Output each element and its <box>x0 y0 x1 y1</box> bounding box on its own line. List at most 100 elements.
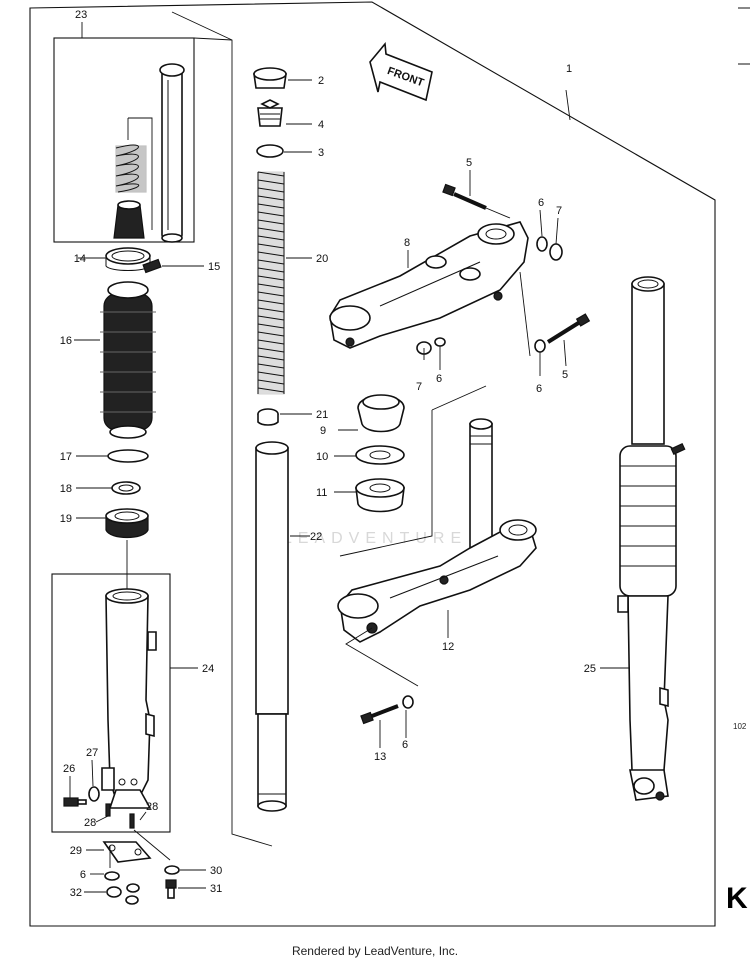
top-cap <box>253 67 287 89</box>
callout-9: 9 <box>320 425 326 437</box>
upper-bracket <box>329 221 529 349</box>
callout-21: 21 <box>316 409 328 421</box>
drain-washer <box>88 786 100 802</box>
lower-pinch-bolt <box>360 704 399 725</box>
watermark-text: LEADVENTURE <box>282 530 468 547</box>
fork-boot <box>100 281 156 439</box>
leader-line <box>91 759 94 787</box>
guide-line <box>193 37 233 41</box>
callout-14: 14 <box>74 253 86 265</box>
callout-16: 16 <box>60 335 72 347</box>
fork-top-plug <box>257 99 283 127</box>
guide-line <box>485 207 511 219</box>
rubber-bushing <box>357 394 405 433</box>
leader-line <box>539 209 543 237</box>
front-arrow: FRONT <box>369 42 433 102</box>
callout-25: 25 <box>584 663 596 675</box>
side-reference-code: 102 <box>733 722 747 731</box>
upper-nut <box>549 243 563 261</box>
callout-6-bracket: 6 <box>436 373 442 385</box>
holder-washer <box>164 865 180 875</box>
rebound-spring <box>115 144 147 193</box>
callout-10: 10 <box>316 451 328 463</box>
callout-6-lower: 6 <box>80 869 86 881</box>
leader-line <box>555 217 559 245</box>
callout-20: 20 <box>316 253 328 265</box>
guide-line <box>339 410 433 557</box>
lower-nut <box>106 883 140 905</box>
bracket-washer <box>434 337 446 347</box>
lower-clamp-bolt <box>546 313 591 344</box>
guide-line <box>171 11 273 847</box>
circlip <box>107 449 149 463</box>
top-plug-o-ring <box>256 144 284 158</box>
left-outer-tube <box>101 588 157 809</box>
lower-bushing <box>355 478 405 513</box>
callout-7-lower: 7 <box>416 381 422 393</box>
callout-17: 17 <box>60 451 72 463</box>
callout-27: 27 <box>86 747 98 759</box>
inner-fork-tube <box>255 441 289 812</box>
axle-holder <box>102 841 152 863</box>
upper-clamp-bolt <box>442 183 487 210</box>
lower-clamp-washer <box>534 339 546 353</box>
callout-15: 15 <box>208 261 220 273</box>
leader-line <box>139 811 147 821</box>
bushing-washer <box>355 445 405 465</box>
callout-23: 23 <box>75 9 87 21</box>
callout-19: 19 <box>60 513 72 525</box>
damper-rod <box>159 63 185 243</box>
lower-washer <box>104 871 120 881</box>
callout-28-right: 28 <box>146 801 158 813</box>
drain-bolt <box>63 797 87 807</box>
callout-6-pinch: 6 <box>402 739 408 751</box>
leader-line <box>95 815 109 823</box>
axle-stud <box>105 803 111 817</box>
spring-seat <box>257 408 279 426</box>
callout-26: 26 <box>63 763 75 775</box>
callout-6-right: 6 <box>536 383 542 395</box>
oil-seal <box>105 508 149 539</box>
guide-line <box>431 385 487 411</box>
callout-7-upper: 7 <box>556 205 562 217</box>
pinch-bolt-washer <box>402 695 414 709</box>
steering-stem-bracket <box>337 418 537 643</box>
callout-1: 1 <box>566 63 572 75</box>
guide-line <box>345 627 419 687</box>
dust-seal-ring <box>105 247 151 271</box>
callout-11: 11 <box>316 487 327 499</box>
diagram-frame <box>29 1 716 927</box>
callout-28-left: 28 <box>84 817 96 829</box>
callout-6-upper: 6 <box>538 197 544 209</box>
callout-2: 2 <box>318 75 324 87</box>
holder-bolt <box>165 879 177 899</box>
group-box-23 <box>53 37 195 243</box>
callout-3: 3 <box>318 147 324 159</box>
upper-washer <box>536 236 548 252</box>
callout-24: 24 <box>202 663 214 675</box>
footer-credit: Rendered by LeadVenture, Inc. <box>291 944 459 958</box>
guide-line <box>519 271 531 357</box>
callout-18: 18 <box>60 483 72 495</box>
callout-32: 32 <box>70 887 82 899</box>
corner-letter: K <box>726 882 748 915</box>
fork-spring <box>257 171 285 395</box>
seal-washer <box>111 481 141 495</box>
guide-line <box>133 829 171 861</box>
leader-line <box>565 89 571 121</box>
group-box-24 <box>51 573 171 833</box>
leader-line <box>563 339 567 367</box>
callout-5-lower: 5 <box>562 369 568 381</box>
clamp-screw <box>142 258 162 274</box>
right-fork-assembly <box>617 276 686 801</box>
oil-lock-piece <box>113 200 145 239</box>
callout-8: 8 <box>404 237 410 249</box>
callout-13: 13 <box>374 751 386 763</box>
callout-5-upper: 5 <box>466 157 472 169</box>
axle-stud <box>129 813 135 829</box>
callout-22: 22 <box>310 531 322 543</box>
callout-30: 30 <box>210 865 222 877</box>
callout-12: 12 <box>442 641 454 653</box>
callout-29: 29 <box>70 845 82 857</box>
